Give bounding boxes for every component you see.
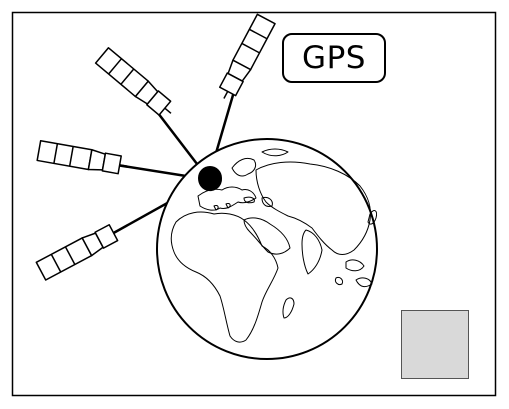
satellite-icon [35,223,121,281]
gps-label: GPS [282,33,386,83]
diagram-border [11,11,497,397]
satellite-icon [36,139,128,175]
gps-label-text: GPS [302,40,366,76]
receiver-marker-icon [198,166,223,192]
satellite-icon [94,47,172,116]
satellite-icon [218,13,276,99]
gray-square [401,310,469,379]
globe-icon [156,138,378,360]
